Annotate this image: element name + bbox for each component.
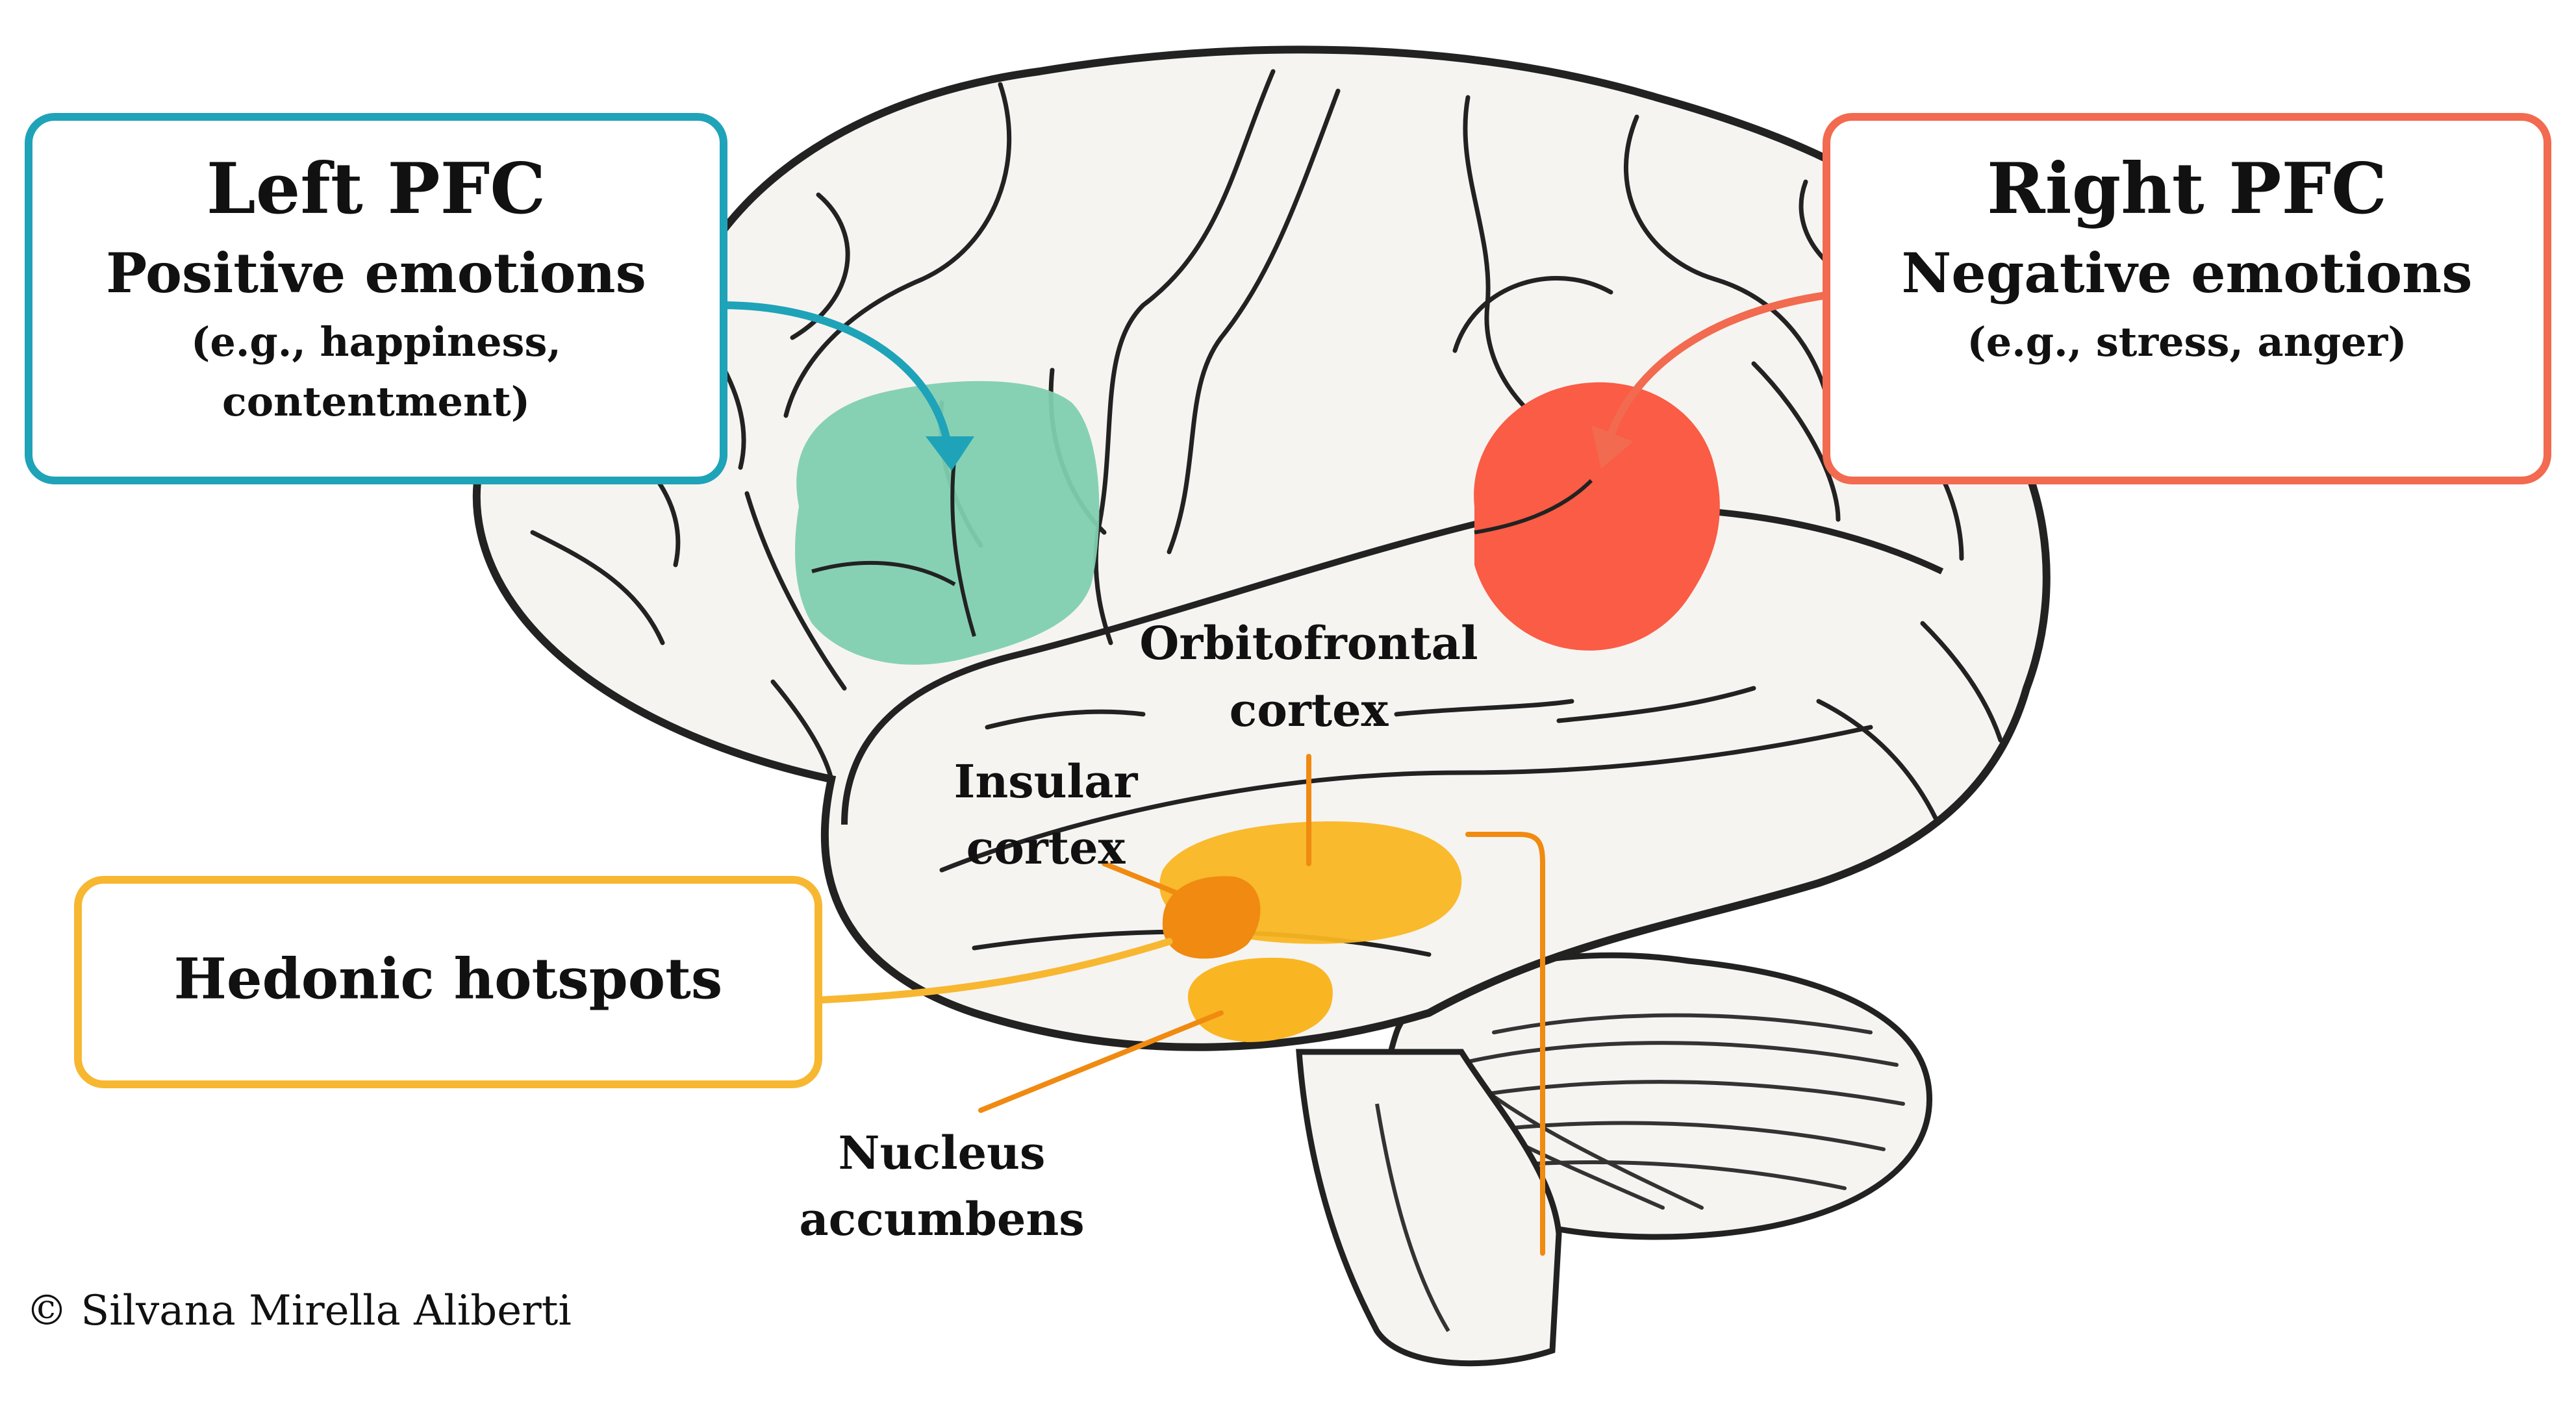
left-pfc-subtitle: Positive emotions — [106, 241, 646, 305]
orbitofrontal-label-line1: Orbitofrontal — [1139, 616, 1478, 670]
right-pfc-box: Right PFC Negative emotions (e.g., stres… — [1823, 113, 2551, 484]
brain — [472, 45, 2051, 1367]
left-pfc-box: Left PFC Positive emotions (e.g., happin… — [25, 113, 727, 484]
insular-pointer — [1102, 861, 1211, 908]
right-pfc-arrowhead — [1591, 425, 1634, 469]
left-pfc-arrow — [717, 301, 952, 452]
right-pfc-subtitle: Negative emotions — [1901, 241, 2472, 305]
hedonic-connector — [816, 938, 1173, 1004]
left-pfc-box-frame — [25, 113, 727, 484]
left-pfc-arrowhead — [926, 436, 974, 471]
right-pfc-example-line1: (e.g., stress, anger) — [1967, 318, 2406, 366]
right-pfc-region — [1474, 382, 1720, 651]
hedonic-box: Hedonic hotspots — [74, 876, 822, 1088]
nucleus-label-line1: Nucleus — [839, 1126, 1046, 1180]
left-pfc-title: Left PFC — [207, 148, 546, 230]
brainstem-line — [1375, 1103, 1450, 1332]
nucleus-label-line2: accumbens — [799, 1192, 1084, 1246]
hedonic-title: Hedonic hotspots — [174, 947, 723, 1012]
brainstem — [1296, 1049, 1562, 1367]
orbitofrontal-label-line2: cortex — [1230, 683, 1389, 737]
left-pfc-example-line2: contentment) — [222, 378, 530, 425]
region-labels: Orbitofrontal cortex Insular cortex Nucl… — [799, 616, 1478, 1246]
nucleus-pointer — [978, 1010, 1224, 1113]
insular-label-line2: cortex — [966, 821, 1126, 875]
vertical-bracket — [1465, 832, 1545, 1256]
sylvian-fissure — [841, 505, 1944, 825]
hedonic-box-frame — [74, 876, 822, 1088]
copyright-credit: © Silvana Mirella Aliberti — [26, 1287, 572, 1335]
left-pfc-region — [795, 380, 1100, 665]
right-pfc-title: Right PFC — [1987, 148, 2387, 230]
connectors — [717, 292, 1829, 1256]
right-pfc-sulcus — [1474, 479, 1593, 534]
right-pfc-arrow — [1607, 292, 1829, 439]
right-pfc-box-frame — [1823, 113, 2551, 484]
nucleus-accumbens-region — [1187, 958, 1333, 1042]
left-pfc-sulci — [811, 454, 976, 637]
insular-label-line1: Insular — [954, 754, 1139, 808]
left-pfc-example-line1: (e.g., happiness, — [191, 318, 561, 366]
